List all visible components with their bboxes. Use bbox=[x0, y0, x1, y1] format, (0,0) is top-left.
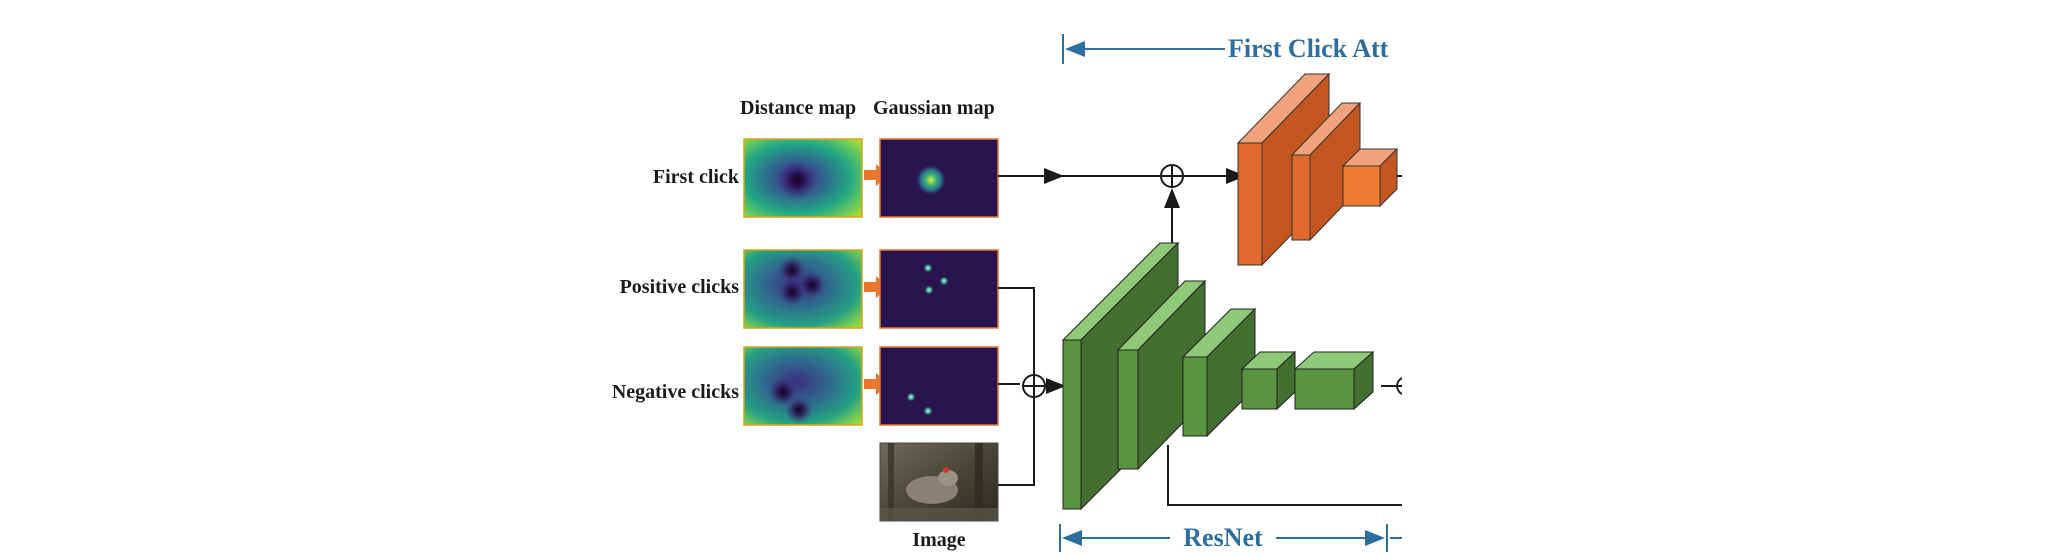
distance-map-positive-clicks bbox=[743, 249, 863, 329]
attention-span-label: First Click Att bbox=[1228, 34, 1389, 63]
gaussian-map-negative-clicks bbox=[879, 346, 999, 426]
resnet-block-3 bbox=[1181, 307, 1257, 438]
resnet-block-4 bbox=[1240, 350, 1297, 411]
attention-block-2 bbox=[1290, 101, 1362, 242]
image-wire bbox=[998, 397, 1035, 486]
distance-map-heading: Distance map bbox=[740, 97, 856, 119]
resnet-block-2 bbox=[1116, 279, 1207, 471]
first-click-label: First click bbox=[653, 166, 740, 188]
distance-map-negative-clicks bbox=[743, 346, 863, 426]
distance-map-first-click bbox=[743, 138, 863, 218]
crop-mask bbox=[1402, 0, 2054, 556]
resnet-label: ResNet bbox=[1183, 523, 1263, 552]
resnet-block-5 bbox=[1293, 350, 1375, 411]
gaussian-map-first-click bbox=[879, 138, 999, 218]
image-label: Image bbox=[912, 529, 965, 551]
attention-block-3 bbox=[1341, 147, 1399, 208]
green-out-node-partial bbox=[1396, 377, 1403, 395]
gaussian-map-heading: Gaussian map bbox=[873, 97, 995, 119]
input-image-thumbnail bbox=[879, 442, 999, 522]
positive-wire bbox=[998, 287, 1035, 386]
convert-arrow-1 bbox=[864, 164, 889, 186]
positive-clicks-label: Positive clicks bbox=[620, 276, 740, 298]
convert-arrow-3 bbox=[864, 373, 889, 395]
gaussian-map-positive-clicks bbox=[879, 249, 999, 329]
convert-arrow-2 bbox=[864, 276, 889, 298]
skip-wire bbox=[1167, 445, 1402, 506]
negative-clicks-label: Negative clicks bbox=[612, 381, 739, 403]
